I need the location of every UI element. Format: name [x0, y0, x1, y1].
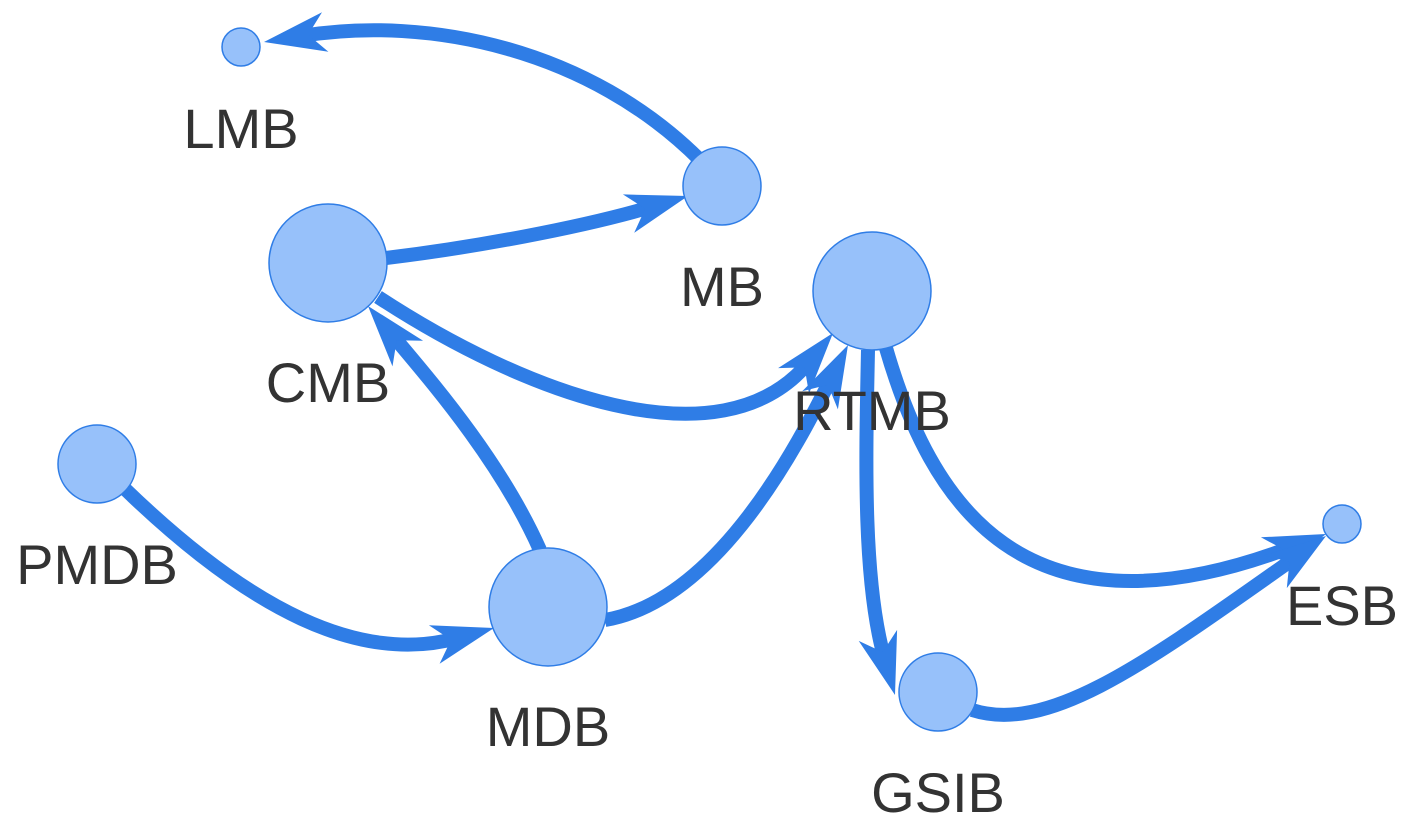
edge-line[interactable]	[969, 551, 1300, 722]
node-mb[interactable]	[682, 146, 762, 226]
node-lmb[interactable]	[221, 27, 261, 67]
edge-line[interactable]	[879, 346, 1294, 588]
node-label-esb: ESB	[1286, 574, 1398, 637]
arrowhead	[802, 345, 848, 410]
edge-pmdb-to-mdb[interactable]	[119, 482, 494, 664]
node-pmdb[interactable]	[57, 424, 137, 504]
edge-mdb-to-cmb[interactable]	[368, 306, 547, 553]
edge-line[interactable]	[119, 482, 460, 652]
edge-mb-to-lmb[interactable]	[264, 12, 705, 165]
arrowhead	[428, 625, 494, 664]
node-esb[interactable]	[1322, 504, 1362, 544]
node-cmb[interactable]	[268, 203, 388, 323]
edges-layer	[119, 12, 1326, 722]
arrowhead	[1263, 536, 1326, 589]
edge-line[interactable]	[374, 291, 815, 421]
node-label-gsib: GSIB	[871, 761, 1005, 821]
labels-layer: LMB MB CMB RTMB PMDB MDB GSIB ESB	[16, 97, 1398, 821]
node-label-mb: MB	[680, 255, 764, 318]
node-label-mdb: MDB	[486, 695, 610, 758]
edge-cmb-to-mb[interactable]	[385, 194, 688, 265]
node-label-pmdb: PMDB	[16, 533, 178, 596]
edge-line[interactable]	[603, 375, 838, 627]
edge-rtmb-to-gsib[interactable]	[858, 349, 898, 695]
arrowhead	[622, 194, 688, 233]
edge-gsib-to-esb[interactable]	[969, 536, 1326, 722]
edge-line[interactable]	[299, 23, 705, 165]
nodes-layer	[57, 27, 1362, 732]
edge-mdb-to-rtmb[interactable]	[603, 345, 848, 627]
edge-line[interactable]	[385, 199, 655, 265]
arrowhead	[368, 306, 424, 367]
arrowhead	[858, 629, 898, 695]
arrowhead	[264, 12, 329, 52]
edge-cmb-to-rtmb[interactable]	[374, 291, 833, 421]
edge-line[interactable]	[859, 349, 892, 662]
node-rtmb[interactable]	[812, 231, 932, 351]
arrowhead	[778, 333, 833, 394]
edge-rtmb-to-esb[interactable]	[879, 346, 1326, 588]
node-label-cmb: CMB	[266, 351, 390, 414]
edge-line[interactable]	[386, 330, 547, 553]
node-mdb[interactable]	[488, 547, 608, 667]
node-label-rtmb: RTMB	[793, 379, 951, 442]
node-gsib[interactable]	[898, 652, 978, 732]
node-label-lmb: LMB	[183, 97, 298, 160]
